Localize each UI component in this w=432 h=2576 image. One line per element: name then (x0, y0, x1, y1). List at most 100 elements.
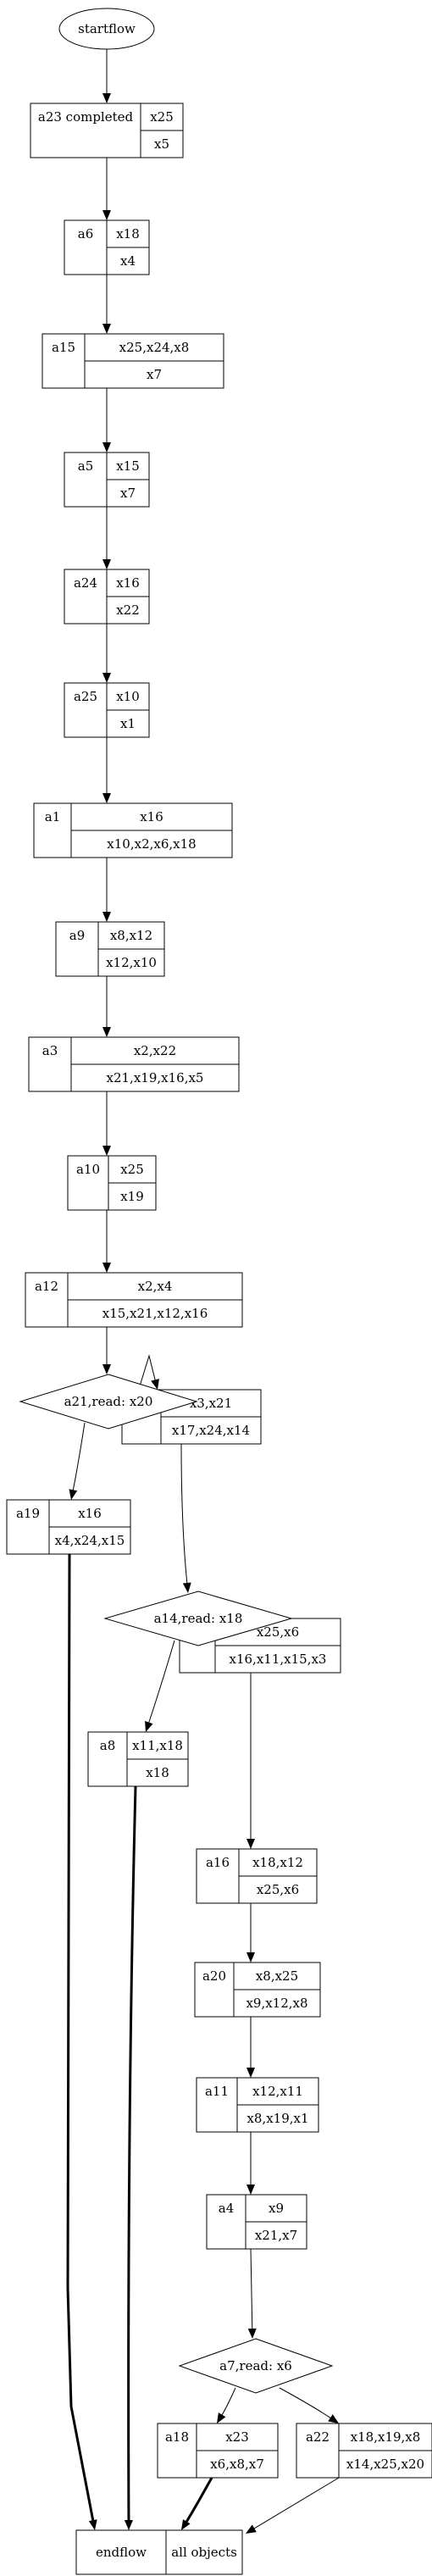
edge-a11-a4 (246, 2132, 255, 2195)
step-outputs: x16,x11,x15,x3 (230, 1652, 327, 1667)
step-inputs: x18,x12 (252, 1855, 303, 1870)
decision-a21: a21,read: x20 (19, 1374, 198, 1430)
edge-a8-endflow (124, 1785, 137, 2530)
step-a1: a1 x16 x10,x2,x6,x18 (33, 802, 233, 858)
step-a5: a5 x15 x7 (64, 452, 150, 508)
edge-a1-a9 (102, 858, 111, 922)
step-outputs: x4,x24,x15 (55, 1533, 125, 1548)
step-outputs: x14,x25,x20 (346, 2457, 424, 2472)
edge-a15-a5 (102, 388, 111, 452)
edge-a3-a10 (102, 1091, 111, 1156)
step-outputs: x6,x8,x7 (210, 2457, 264, 2472)
step-a19: a19 x16 x4,x24,x15 (6, 1499, 131, 1555)
step-inputs: x2,x22 (134, 1043, 176, 1058)
edge-a7-a22 (279, 2387, 339, 2423)
edge-a22-endflow (246, 2477, 340, 2534)
step-outputs: x1 (120, 716, 136, 731)
step-inputs: x16 (78, 1506, 102, 1521)
step-outputs: x7 (120, 486, 136, 501)
step-outputs: x19 (120, 1189, 144, 1204)
step-a24: a24 x16 x22 (64, 569, 150, 625)
step-label: a24 (74, 575, 97, 591)
step-label: a19 (16, 1506, 40, 1521)
step-label: a5 (78, 458, 94, 474)
step-a10: a10 x25 x19 (67, 1155, 157, 1211)
step-a18: a18 x23 x6,x8,x7 (157, 2423, 279, 2479)
edge-a4-a7 (247, 2248, 257, 2339)
start-node: startflow (58, 8, 155, 50)
step-label: a11 (205, 2084, 229, 2099)
edge-a17-a16 (246, 1673, 255, 1849)
end-objects: all objects (171, 2545, 237, 2560)
step-outputs: x22 (116, 602, 140, 618)
step-label: a22 (306, 2429, 330, 2445)
step-outputs: x25,x6 (257, 1882, 299, 1897)
step-label: a10 (76, 1162, 100, 1177)
step-a9: a9 x8,x12 x12,x10 (55, 921, 165, 977)
step-a15: a15 x25,x24,x8 x7 (42, 333, 224, 389)
step-inputs: x25,x24,x8 (119, 340, 190, 355)
step-outputs: x17,x24,x14 (172, 1423, 250, 1438)
edge-a12-a21 (102, 1327, 111, 1374)
step-inputs: x8,x12 (110, 928, 152, 943)
step-label: a25 (74, 689, 97, 704)
step-inputs: x15 (116, 458, 140, 474)
step-inputs: x18,x19,x8 (351, 2429, 421, 2445)
step-inputs: x2,x4 (138, 1279, 173, 1294)
step-label: a23 completed (38, 109, 134, 125)
edge-a14-a8 (145, 1640, 175, 1732)
step-inputs: x18 (116, 226, 140, 242)
edge-a9-a3 (102, 976, 111, 1037)
step-a8: a8 x11,x18 x18 (87, 1731, 189, 1787)
decision-a14: a14,read: x18 (103, 1591, 293, 1646)
edge-a6-a15 (102, 275, 111, 334)
step-label: a20 (202, 1968, 226, 1984)
step-inputs: x10 (116, 689, 140, 704)
step-inputs: x25,x6 (257, 1624, 299, 1640)
edge-a10-a12 (102, 1210, 111, 1273)
step-outputs: x4 (120, 253, 136, 269)
edge-a20-a11 (246, 2017, 255, 2078)
step-inputs: x23 (225, 2429, 249, 2445)
step-label: a18 (165, 2429, 189, 2445)
end-label: endflow (96, 2545, 147, 2560)
step-inputs: x25 (120, 1162, 144, 1177)
step-outputs: x18 (146, 1765, 169, 1780)
step-outputs: x10,x2,x6,x18 (107, 836, 196, 852)
step-label: a12 (35, 1279, 58, 1294)
end-node: endflow all objects (75, 2529, 243, 2575)
step-label: a15 (52, 340, 75, 355)
edge-a16-a20 (246, 1903, 255, 1963)
step-outputs: x21,x7 (255, 2228, 297, 2243)
step-label: a8 (100, 1738, 116, 1753)
step-inputs: x12,x11 (252, 2084, 303, 2099)
edge-a21-a19 (69, 1422, 86, 1500)
edge-a18-endflow (181, 2477, 213, 2530)
step-label: a1 (45, 809, 61, 824)
decision-label: a7,read: x6 (219, 2358, 292, 2373)
step-inputs: x16 (116, 575, 140, 591)
edge-a25-a1 (102, 737, 111, 803)
step-a22: a22 x18,x19,x8 x14,x25,x20 (296, 2423, 432, 2479)
edge-a7-a18 (217, 2387, 236, 2423)
edge-a5-a24 (102, 507, 111, 569)
step-a11: a11 x12,x11 x8,x19,x1 (196, 2077, 319, 2133)
step-inputs: x16 (140, 809, 163, 824)
step-outputs: x9,x12,x8 (246, 1996, 307, 2011)
step-outputs: x7 (147, 367, 162, 382)
start-label: startflow (78, 21, 136, 36)
step-outputs: x15,x21,x12,x16 (102, 1306, 208, 1321)
step-label: a3 (42, 1043, 58, 1058)
step-outputs: x8,x19,x1 (246, 2111, 308, 2126)
step-inputs: x11,x18 (132, 1738, 183, 1753)
decision-a7: a7,read: x6 (178, 2338, 334, 2394)
step-a12: a12 x2,x4 x15,x21,x12,x16 (25, 1272, 243, 1328)
step-outputs: x12,x10 (106, 955, 157, 970)
step-label: a9 (69, 928, 86, 943)
